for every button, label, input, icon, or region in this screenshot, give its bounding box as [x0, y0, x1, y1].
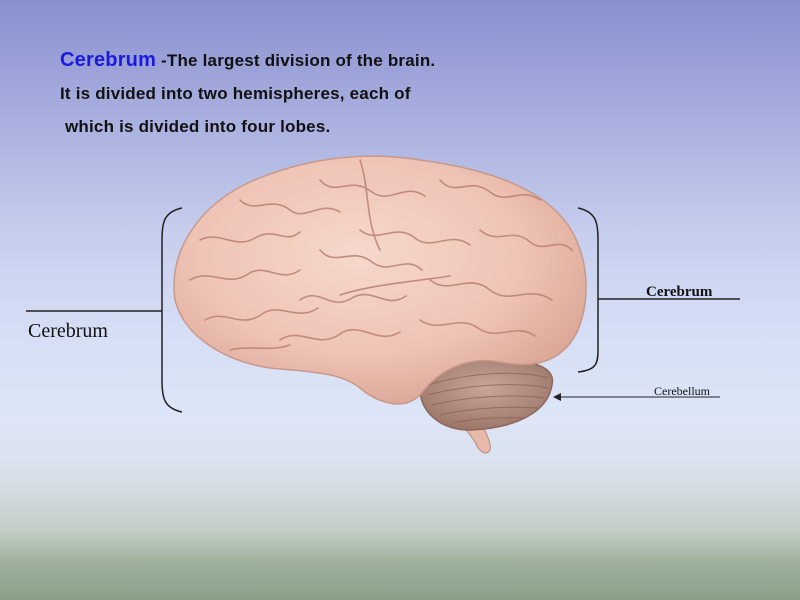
heading-line-1: Cerebrum -The largest division of the br…: [60, 44, 435, 77]
definition-text: -The largest division of the brain.: [161, 51, 436, 70]
cerebellum-folia: [427, 372, 549, 424]
cerebrum-gyri: [189, 159, 573, 351]
label-cerebrum-right: Cerebrum: [646, 284, 713, 300]
heading-line-3: which is divided into four lobes.: [65, 117, 331, 136]
right-bracket: [577, 207, 599, 373]
cerebrum-shape: [173, 155, 587, 405]
term-cerebrum: Cerebrum: [60, 49, 157, 71]
heading-block: Cerebrum -The largest division of the br…: [60, 44, 435, 143]
label-cerebrum-left: Cerebrum: [28, 320, 108, 342]
left-bracket: [161, 207, 183, 413]
heading-line-2: It is divided into two hemispheres, each…: [60, 84, 411, 103]
label-cerebellum: Cerebellum: [654, 384, 710, 398]
